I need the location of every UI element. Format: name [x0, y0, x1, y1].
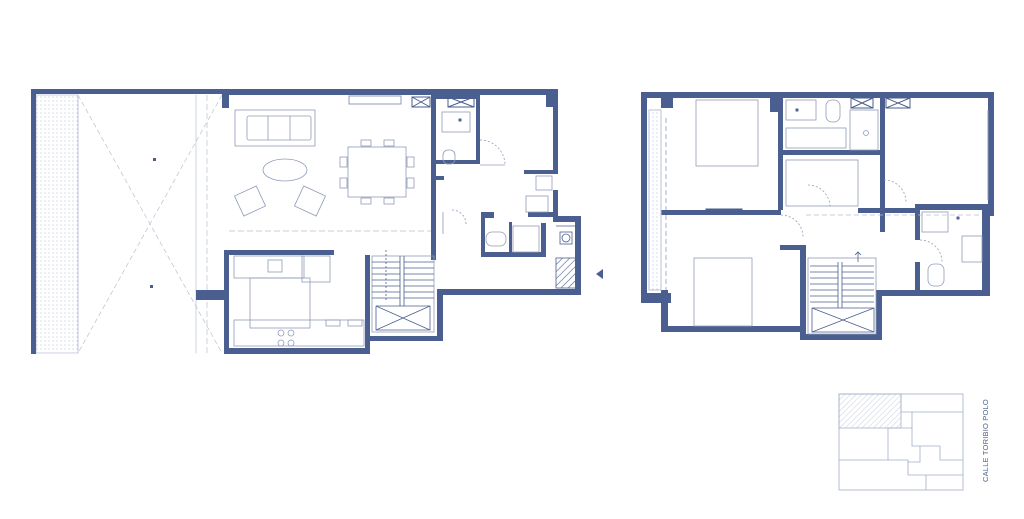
armchair: [293, 185, 327, 217]
living-room: [229, 109, 431, 232]
chairs: [339, 139, 415, 205]
toilet-icon: [825, 99, 841, 123]
upper-stairs: [806, 214, 980, 335]
bed-icon: [695, 99, 759, 167]
ground-floor-windows: [348, 95, 475, 108]
kitchen: [233, 255, 365, 347]
entrance-arrow-icon: [596, 269, 603, 279]
terrace: [35, 94, 223, 354]
coffee-table: [262, 158, 308, 182]
toilet-icon: [485, 231, 507, 247]
site-key-plan: [838, 393, 964, 491]
armchair: [233, 185, 267, 217]
toilet-icon: [442, 149, 456, 165]
stove-icon: [277, 329, 295, 347]
ground-floor-walls: [31, 89, 581, 354]
bed-icon: [693, 257, 753, 327]
ground-service-area: [441, 111, 577, 289]
upper-floor-plan: [641, 92, 994, 340]
ground-floor-plan: [31, 89, 581, 354]
street-name-label: CALLE TORIBIO POLO: [981, 399, 990, 482]
dining-table: [347, 146, 407, 198]
ground-stairs: [371, 250, 435, 333]
toilet-icon: [927, 263, 945, 287]
upper-rooms: [665, 99, 983, 327]
upper-floor-windows: [648, 97, 989, 291]
